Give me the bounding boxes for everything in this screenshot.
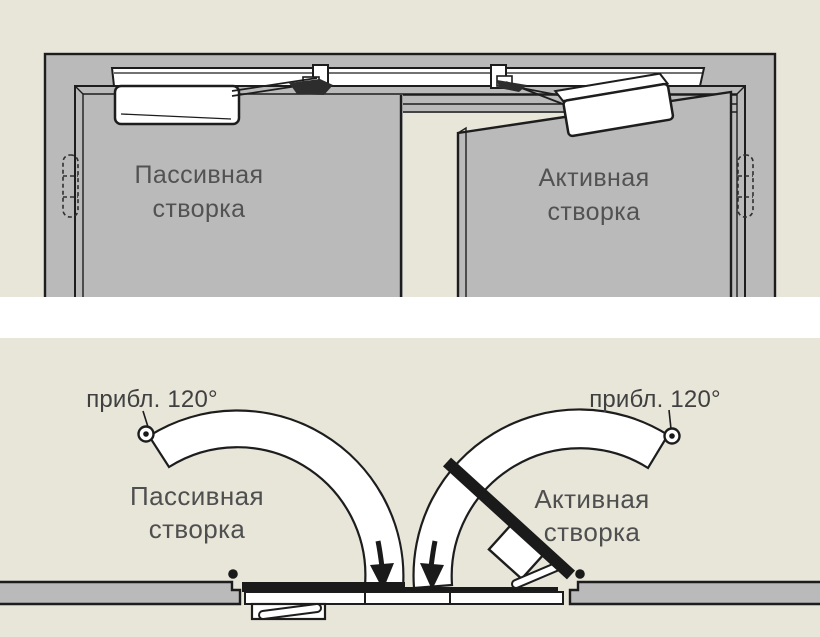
frame-corner-bevels bbox=[74, 85, 746, 95]
passive-angle-leader bbox=[142, 410, 149, 428]
passive-swing-angle-label: прибл. 120° bbox=[86, 386, 218, 413]
active-closing-arrow bbox=[420, 540, 444, 590]
active-leaf-open-plan bbox=[442, 457, 576, 580]
active-swing-angle-label: прибл. 120° bbox=[589, 386, 721, 413]
active-leaf-label-line2: створка bbox=[548, 198, 641, 226]
slide-rail-edge-plan bbox=[405, 587, 558, 592]
passive-hinge bbox=[62, 154, 79, 218]
passive-leaf-closed-plan bbox=[242, 582, 405, 592]
active-arm-elbow bbox=[497, 80, 527, 92]
passive-leaf-label-line1: Пассивная bbox=[130, 481, 264, 511]
passive-arm-upper-line bbox=[231, 77, 318, 92]
passive-open-marker bbox=[137, 425, 155, 443]
active-leaf-label-line1: Активная bbox=[538, 164, 649, 192]
door-frame-rebate-edge bbox=[82, 93, 738, 297]
active-leaf-thickness-edge bbox=[457, 126, 467, 297]
active-open-marker bbox=[663, 427, 681, 445]
active-hinge-dot bbox=[575, 569, 585, 579]
plan-view-panel: прибл. 120° прибл. 120° Пассивная створк… bbox=[0, 338, 820, 637]
passive-closer-bevel bbox=[120, 113, 232, 120]
passive-leaf-label-line2: створка bbox=[153, 195, 246, 223]
active-swing-arc bbox=[412, 408, 670, 590]
passive-leaf-label-line2: створка bbox=[149, 514, 246, 544]
elevation-view-panel: Пассивная створка Активная створка bbox=[0, 0, 820, 297]
active-closer-arm-plan bbox=[511, 562, 561, 589]
active-leaf-label-line1: Активная bbox=[534, 484, 649, 514]
wall-plan-right bbox=[568, 580, 820, 606]
active-hinge bbox=[737, 154, 754, 218]
passive-hinge-dot bbox=[228, 569, 238, 579]
passive-leaf-label-line1: Пассивная bbox=[135, 161, 264, 189]
active-leaf-label-line2: створка bbox=[544, 517, 641, 547]
wall-plan-left bbox=[0, 580, 242, 606]
slide-rail-plan bbox=[244, 591, 564, 605]
active-angle-leader bbox=[668, 409, 672, 430]
passive-arm-elbow bbox=[289, 79, 333, 95]
active-closer-body bbox=[553, 72, 675, 138]
passive-closing-arrow bbox=[370, 540, 394, 590]
active-closer-front-face bbox=[562, 82, 675, 138]
slide-rail-joints bbox=[364, 592, 451, 604]
passive-closer-arm-plan bbox=[258, 603, 322, 620]
